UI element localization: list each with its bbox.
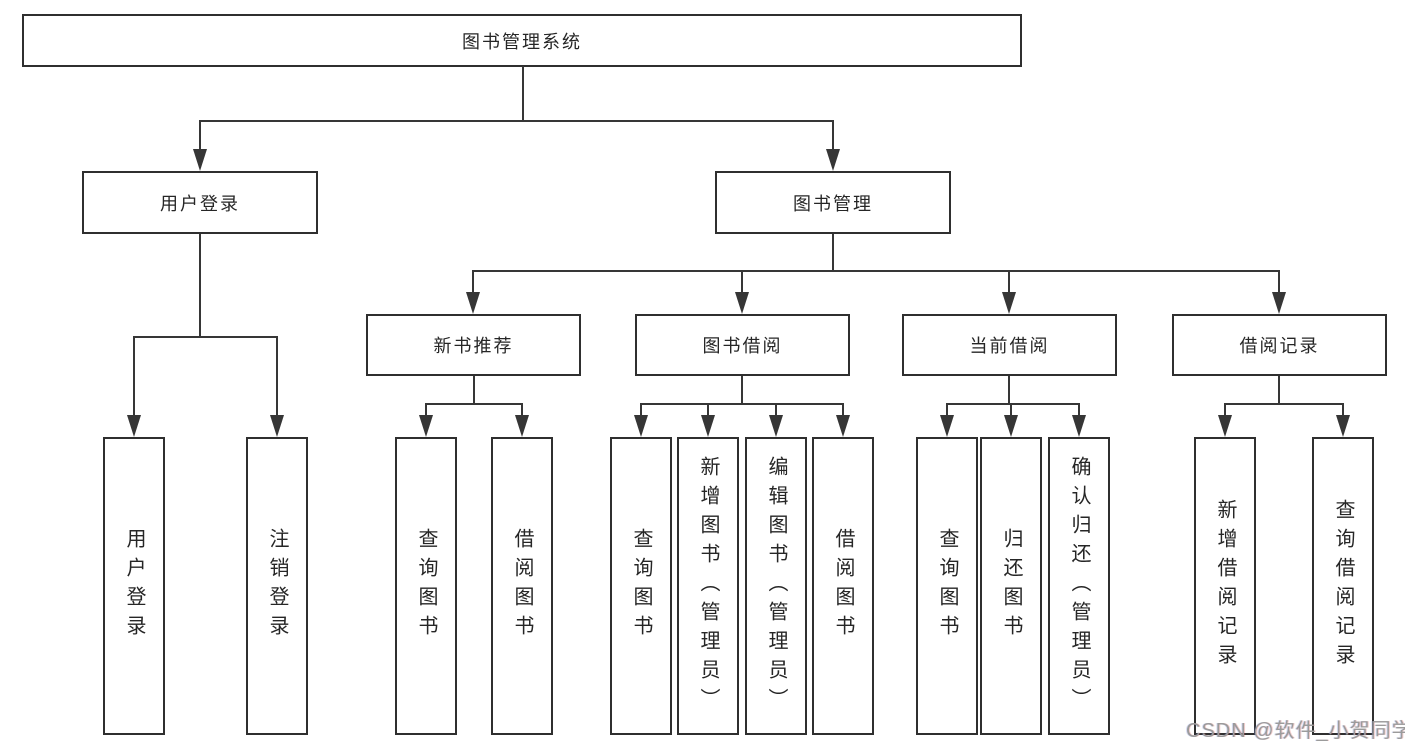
leaf-borrowing-add-books-admin: 新增图书（管理员） (677, 437, 739, 735)
connector-arrowhead (1272, 292, 1286, 314)
node-borrowing-records: 借阅记录 (1172, 314, 1387, 376)
leaf-user-login: 用户登录 (103, 437, 165, 735)
connector-line-horizontal (472, 270, 1280, 272)
connector-line-vertical (522, 66, 524, 122)
connector-line-vertical (842, 403, 844, 417)
connector-line-vertical (775, 403, 777, 417)
connector-line-vertical (1224, 403, 1226, 417)
leaf-newbooks-query-books: 查询图书 (395, 437, 457, 735)
connector-line-vertical (1008, 270, 1010, 293)
node-user-login: 用户登录 (82, 171, 318, 234)
connector-arrowhead (466, 292, 480, 314)
connector-arrowhead (701, 415, 715, 437)
node-current-borrowing: 当前借阅 (902, 314, 1117, 376)
connector-line-vertical (1078, 403, 1080, 417)
node-label: 归还图书 (1000, 528, 1022, 644)
leaf-logout: 注销登录 (246, 437, 308, 735)
node-label: 查询图书 (936, 528, 958, 644)
connector-line-vertical (1010, 403, 1012, 417)
connector-line-vertical (832, 234, 834, 272)
connector-line-vertical (199, 234, 201, 338)
leaf-records-query-borrow-record: 查询借阅记录 (1312, 437, 1374, 735)
connector-line-vertical (707, 403, 709, 417)
node-label: 借阅图书 (832, 528, 854, 644)
connector-arrowhead (270, 415, 284, 437)
connector-arrowhead (515, 415, 529, 437)
node-label: 查询借阅记录 (1332, 499, 1354, 673)
leaf-current-query-books: 查询图书 (916, 437, 978, 735)
node-label: 用户登录 (123, 528, 145, 644)
connector-line-horizontal (199, 120, 834, 122)
connector-line-vertical (832, 120, 834, 151)
node-label: 新增借阅记录 (1214, 499, 1236, 673)
leaf-records-add-borrow-record: 新增借阅记录 (1194, 437, 1256, 735)
node-label: 图书借阅 (702, 336, 783, 356)
node-label: 查询图书 (415, 528, 437, 644)
connector-arrowhead (634, 415, 648, 437)
connector-line-vertical (1278, 270, 1280, 293)
node-label: 图书管理 (793, 193, 873, 214)
connector-arrowhead (1336, 415, 1350, 437)
connector-arrowhead (836, 415, 850, 437)
connector-line-vertical (133, 336, 135, 417)
connector-arrowhead (1218, 415, 1232, 437)
leaf-borrowing-query-books: 查询图书 (610, 437, 672, 735)
node-book-management: 图书管理 (715, 171, 951, 234)
leaf-borrowing-edit-books-admin: 编辑图书（管理员） (745, 437, 807, 735)
leaf-current-confirm-return-admin: 确认归还（管理员） (1048, 437, 1110, 735)
connector-line-horizontal (425, 403, 523, 405)
connector-line-vertical (741, 270, 743, 293)
node-label: 用户登录 (160, 193, 240, 214)
node-label: 新增图书（管理员） (697, 455, 719, 717)
node-book-borrowing: 图书借阅 (635, 314, 850, 376)
node-label: 确认归还（管理员） (1068, 455, 1090, 717)
node-label: 借阅记录 (1239, 336, 1320, 356)
connector-line-vertical (741, 376, 743, 405)
connector-arrowhead (193, 149, 207, 171)
connector-line-vertical (473, 376, 475, 405)
node-label: 当前借阅 (969, 336, 1050, 356)
node-label: 查询图书 (630, 528, 652, 644)
connector-line-vertical (425, 403, 427, 417)
connector-line-vertical (1278, 376, 1280, 405)
node-label: 编辑图书（管理员） (765, 455, 787, 717)
csdn-watermark: CSDN @软件_小贺同学 (1186, 720, 1405, 742)
node-label: 借阅图书 (511, 528, 533, 644)
node-label: 新书推荐 (433, 336, 514, 356)
node-label: 注销登录 (266, 528, 288, 644)
connector-line-vertical (199, 120, 201, 151)
connector-line-vertical (472, 270, 474, 293)
connector-arrowhead (1004, 415, 1018, 437)
connector-line-vertical (640, 403, 642, 417)
connector-arrowhead (769, 415, 783, 437)
connector-arrowhead (1002, 292, 1016, 314)
node-root: 图书管理系统 (22, 14, 1022, 67)
connector-arrowhead (940, 415, 954, 437)
leaf-borrowing-borrow-books: 借阅图书 (812, 437, 874, 735)
connector-arrowhead (735, 292, 749, 314)
connector-arrowhead (1072, 415, 1086, 437)
connector-line-horizontal (1224, 403, 1344, 405)
connector-arrowhead (826, 149, 840, 171)
node-new-book-recommendation: 新书推荐 (366, 314, 581, 376)
node-label: 图书管理系统 (462, 31, 582, 52)
connector-arrowhead (419, 415, 433, 437)
connector-line-horizontal (946, 403, 1080, 405)
connector-arrowhead (127, 415, 141, 437)
connector-line-vertical (1342, 403, 1344, 417)
connector-line-vertical (1008, 376, 1010, 405)
connector-line-vertical (946, 403, 948, 417)
leaf-current-return-books: 归还图书 (980, 437, 1042, 735)
connector-line-vertical (521, 403, 523, 417)
connector-line-horizontal (640, 403, 844, 405)
leaf-newbooks-borrow-books: 借阅图书 (491, 437, 553, 735)
connector-line-horizontal (133, 336, 278, 338)
connector-line-vertical (276, 336, 278, 417)
